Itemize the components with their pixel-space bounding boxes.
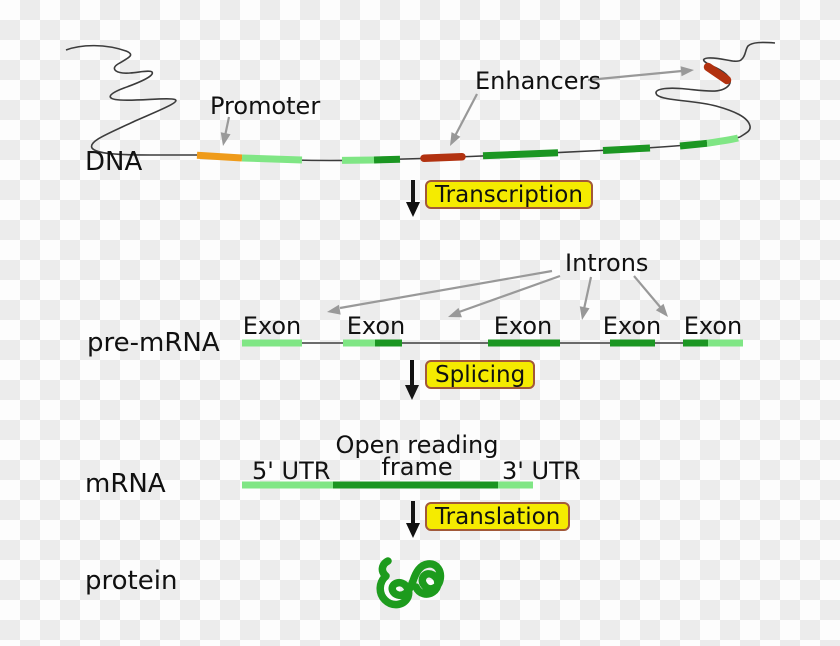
mrna-label: mRNA [85, 469, 166, 499]
utr3-label: 3' UTR [502, 457, 581, 485]
enhancers-label: Enhancers [475, 67, 601, 95]
pre-mrna-label: pre-mRNA [87, 328, 220, 358]
strand-lines [65, 41, 776, 344]
orf-label-line2: frame [381, 453, 453, 481]
enhancer-arrow-left [454, 93, 478, 137]
exon-label-5: Exon [683, 312, 743, 340]
process-arrows [410, 180, 415, 525]
protein-label: protein [85, 566, 178, 596]
promoter-arrow [223, 116, 231, 137]
gray-arrows [223, 69, 683, 314]
dna-label: DNA [85, 147, 143, 177]
orf-label: Open reading frame [335, 431, 499, 481]
enhancer-segments [420, 62, 732, 162]
promoter-segment [196, 151, 243, 162]
dna-coil-right [655, 41, 776, 138]
introns-arrow-3 [582, 276, 593, 310]
translation-step-label: Translation [425, 502, 571, 531]
dark-exon-segments [333, 139, 708, 489]
introns-arrow-4 [633, 275, 662, 309]
exon-label-2: Exon [346, 312, 406, 340]
introns-arrow-2 [458, 274, 561, 314]
orf-label-line1: Open reading [335, 431, 499, 459]
exon-label-1: Exon [242, 312, 302, 340]
enhancer-arrow-right [587, 69, 683, 82]
exon-label-3: Exon [493, 312, 553, 340]
dna-coil-left [65, 44, 197, 156]
gray-arrowheads [220, 66, 694, 320]
enhancer-on-coil [703, 62, 732, 85]
utr5-label: 5' UTR [252, 457, 331, 485]
process-arrowheads [405, 202, 420, 538]
introns-arrow-1 [339, 269, 553, 310]
introns-label: Introns [565, 249, 649, 277]
exon-label-4: Exon [602, 312, 662, 340]
transcription-step-label: Transcription [425, 180, 593, 209]
protein-knot [376, 557, 445, 609]
promoter-label: Promoter [210, 92, 321, 120]
enhancer-on-line [420, 153, 466, 162]
splicing-step-label: Splicing [425, 360, 536, 389]
light-exon-segments [241, 134, 743, 489]
